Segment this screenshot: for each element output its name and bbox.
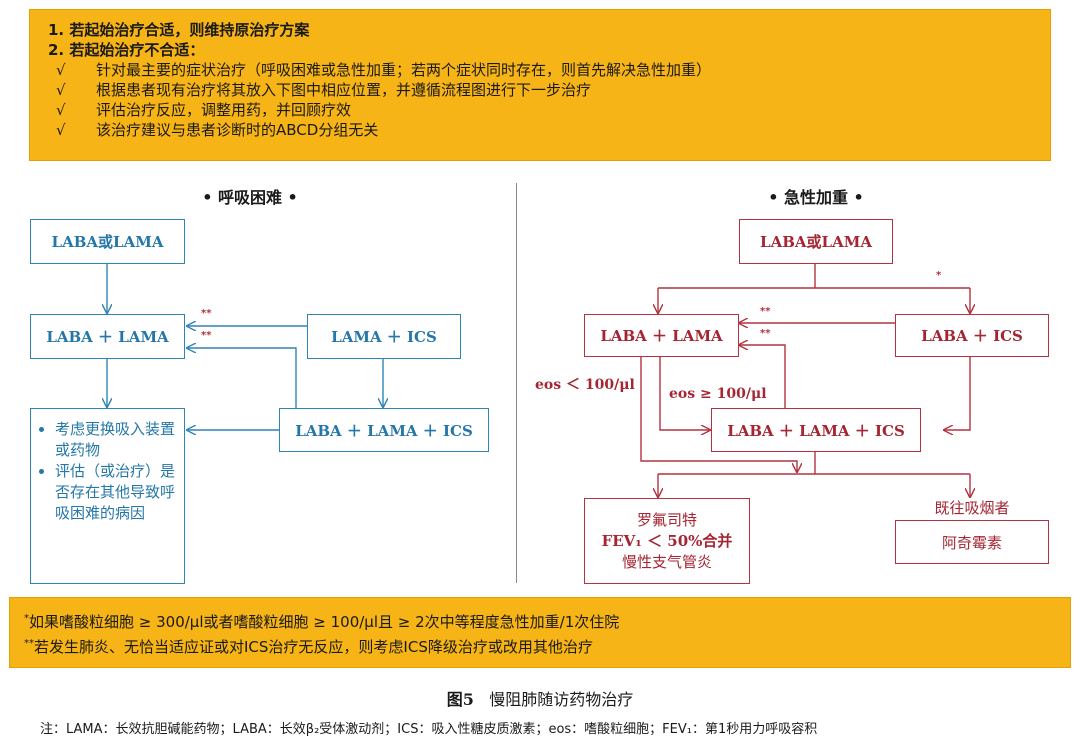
check-item: √针对最主要的症状治疗（呼吸困难或急性加重；若两个症状同时存在，则首先解决急性加… [48,60,1032,80]
exac-box-laba-ics: LABA ＋ ICS [895,314,1049,357]
figure-number: 图5 [446,690,474,709]
label-eos-high: eos ≥ 100/μl [669,386,767,402]
check-item: √评估治疗反应，调整用药，并回顾疗效 [48,100,1032,120]
arrow-laba-ics-to-triple [944,357,971,430]
check-item: √根据患者现有治疗将其放入下图中相应位置，并遵循流程图进行下一步治疗 [48,80,1032,100]
figure-caption: 图5 慢阻肺随访药物治疗 [0,686,1080,710]
consider-item: 考虑更换吸入装置或药物 [55,419,176,461]
exac-mark-2: ** [760,328,771,339]
check-item: √该治疗建议与患者诊断时的ABCD分组无关 [48,120,1032,140]
dyspnea-title: • 呼吸困难 • [202,188,298,207]
exac-box-laba-lama: LABA ＋ LAMA [584,314,739,357]
bottom-notes-panel: *如果嗜酸粒细胞 ≥ 300/μl或者嗜酸粒细胞 ≥ 100/μl且 ≥ 2次中… [9,597,1071,668]
section-divider [516,183,517,583]
exac-box-triple: LABA ＋ LAMA ＋ ICS [711,408,921,452]
arrow-triple-to-dual [739,345,786,408]
abbreviation-footnote: 注：LAMA：长效抗胆碱能药物；LABA：长效β₂受体激动剂；ICS：吸入性糖皮… [40,722,818,737]
arrow-dual-to-merge [640,357,797,472]
exac-mark-star: * [936,270,942,281]
dyspnea-box-consider: 考虑更换吸入装置或药物 评估（或治疗）是否存在其他导致呼吸困难的病因 [30,408,185,584]
label-eos-low: eos ＜ 100/μl [535,377,635,393]
consider-item: 评估（或治疗）是否存在其他导致呼吸困难的病因 [55,461,176,524]
dyspnea-box-laba-lama: LABA ＋ LAMA [30,314,185,359]
exac-box-roflumilast: 罗氟司特 FEV₁ ＜ 50%合并 慢性支气管炎 [584,498,750,584]
top-notes-panel: 1. 若起始治疗合适，则维持原治疗方案 2. 若起始治疗不合适： √针对最主要的… [29,9,1051,161]
bottom-note-2: **若发生肺炎、无恰当适应证或对ICS治疗无反应，则考虑ICS降级治疗或改用其他… [24,638,593,656]
note-item-1: 1. 若起始治疗合适，则维持原治疗方案 [48,21,310,39]
dyspnea-box-start: LABA或LAMA [30,219,185,264]
dyspnea-box-lama-ics: LAMA ＋ ICS [307,314,461,359]
dyspnea-mark-1: ** [201,308,212,319]
arrow-triple-to-dual [187,348,297,408]
exac-mark-1: ** [760,306,771,317]
check-icon: √ [56,101,66,119]
check-icon: √ [56,81,66,99]
note-item-2: 2. 若起始治疗不合适： [48,41,205,59]
check-icon: √ [56,121,66,139]
exac-box-azithromycin: 阿奇霉素 [895,520,1049,564]
exacerbation-title: • 急性加重 • [768,188,864,207]
bottom-note-1: *如果嗜酸粒细胞 ≥ 300/μl或者嗜酸粒细胞 ≥ 100/μl且 ≥ 2次中… [24,613,620,631]
dyspnea-box-triple: LABA ＋ LAMA ＋ ICS [279,408,489,452]
dyspnea-mark-2: ** [201,330,212,341]
check-icon: √ [56,61,66,79]
figure-title: 慢阻肺随访药物治疗 [489,690,634,709]
arrow-dual-to-triple [659,357,710,430]
exac-box-start: LABA或LAMA [739,219,893,264]
exac-former-smoker: 既往吸烟者 [934,499,1010,517]
